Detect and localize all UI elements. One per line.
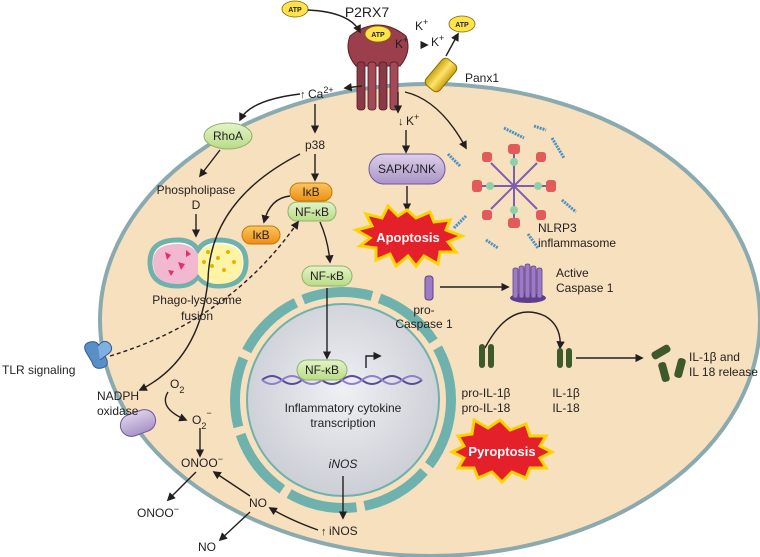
- tlr-label: TLR signaling: [2, 363, 75, 377]
- superoxide-label: O2−: [192, 408, 212, 431]
- il-release-line1: IL-1β and: [689, 350, 740, 364]
- panx1-label: Panx1: [465, 71, 499, 85]
- k-plus-ion-1: K+: [415, 17, 428, 33]
- atp-right-label: ATP: [455, 22, 469, 29]
- arrow-no-to-onoo: [212, 471, 251, 497]
- arrow-receptor-to-nlrp3: [404, 91, 467, 150]
- ca-label: Ca2+: [308, 85, 334, 101]
- rhoa-label: RhoA: [213, 129, 243, 143]
- k-down-label: K+: [406, 112, 419, 128]
- arrow-receptor-to-ca: [343, 83, 363, 92]
- k-down-arrow: ↓: [398, 116, 404, 128]
- il-line2: IL-18: [552, 401, 580, 415]
- no-outer-label: NO: [198, 540, 216, 554]
- arrow-atp-release: [445, 32, 459, 57]
- o2-label: O2: [170, 377, 184, 395]
- arrow-rhoa-to-phospholipase: [198, 149, 221, 178]
- nlrp3-line2: inflammasome: [538, 236, 616, 250]
- arrow-atp-to-receptor: [307, 9, 361, 34]
- arrow-complex-to-ikb-free: [261, 195, 291, 224]
- atp-left-label: ATP: [288, 7, 302, 14]
- rhoa-node: [203, 122, 253, 150]
- nlrp3-line1: NLRP3: [538, 221, 577, 235]
- phagolysosome: [147, 237, 249, 289]
- nadph-oxidase-icon: [119, 409, 157, 437]
- inos-up-arrow: ↑: [321, 526, 327, 538]
- apoptosis-burst: [352, 203, 467, 269]
- dna-helix: [261, 375, 423, 385]
- arrow-tlr-to-nfkb: [109, 220, 299, 357]
- il-line1: IL-1β: [552, 386, 580, 400]
- k-plus-ion-3: K+: [395, 35, 408, 51]
- k-plus-ion-2: K+: [431, 33, 444, 49]
- p38-label: p38: [305, 138, 325, 152]
- nadph-line2: oxidase: [97, 404, 139, 418]
- atp-molecule-right: ATP: [448, 15, 476, 33]
- arrow-o2-to-superoxide: [164, 391, 188, 422]
- nfkb-complex-label: NF-κB: [295, 205, 329, 219]
- arrow-onoo-out: [166, 471, 197, 502]
- arrow-no-out: [218, 511, 251, 542]
- ikb-complex-box: [289, 182, 333, 202]
- tlr-receptor-icon: [84, 340, 113, 369]
- pro-caspase-line2: Caspase 1: [395, 317, 453, 331]
- nucleus-text-line2: transcription: [310, 416, 375, 430]
- arrow-p38-to-nadph: [138, 153, 301, 391]
- il-icon: [557, 348, 572, 368]
- nlrp3-inflammasome-icon: [446, 124, 577, 250]
- ca-up-arrow: ↑: [300, 89, 306, 101]
- onoo-outer-label: ONOO−: [137, 504, 179, 520]
- ikb-free-box: [241, 225, 281, 245]
- pro-caspase-line1: pro-: [413, 303, 434, 317]
- sapk-jnk-box: [368, 153, 446, 185]
- p2rx7-label: P2RX7: [345, 4, 390, 20]
- active-caspase-line2: Caspase 1: [556, 281, 614, 295]
- nucleus-text-line1: Inflammatory cytokine: [285, 401, 402, 415]
- nfkb-nuclear-label: NF-κB: [305, 363, 339, 377]
- arrow-inos-to-no: [268, 507, 319, 531]
- nfkb-free-label: NF-κB: [310, 269, 344, 283]
- panx1-channel: [424, 57, 458, 93]
- nfkb-free-box: [301, 265, 353, 287]
- no-inner-label: NO: [249, 496, 267, 510]
- arrow-ca-to-rhoa: [239, 93, 301, 122]
- pro-caspase-icon: [424, 275, 434, 301]
- il-released-icon: [651, 344, 686, 383]
- atp-bound-label: ATP: [371, 32, 385, 39]
- apoptosis-label: Apoptosis: [376, 230, 440, 245]
- phago-line2: fusion: [181, 309, 213, 323]
- ikb-free-label: IκB: [252, 228, 269, 242]
- ikb-complex-label: IκB: [302, 185, 319, 199]
- nfkb-complex-box: [287, 201, 337, 222]
- inos-gene-label: iNOS: [329, 457, 358, 471]
- inos-protein-label: iNOS: [329, 524, 358, 538]
- il-release-line2: IL 18 release: [689, 365, 758, 379]
- active-caspase-line1: Active: [556, 266, 589, 280]
- arrow-caspase-cleavage: [484, 311, 565, 350]
- sapk-jnk-label: SAPK/JNK: [378, 162, 436, 176]
- pyroptosis-burst: [448, 417, 556, 485]
- pro-il-icon: [479, 344, 494, 368]
- active-caspase-icon: [510, 263, 546, 303]
- nfkb-nuclear-box: [296, 359, 348, 381]
- pyroptosis-label: Pyroptosis: [468, 444, 535, 459]
- phospholipase-line2: D: [192, 198, 201, 212]
- nucleus: Inflammatory cytokine transcription iNOS: [230, 287, 456, 513]
- atp-molecule-left: ATP: [281, 0, 309, 18]
- nadph-line1: NADPH: [97, 389, 139, 403]
- phospholipase-line1: Phospholipase: [157, 183, 236, 197]
- pro-il-line1: pro-IL-1β: [462, 386, 511, 400]
- pro-il-line2: pro-IL-18: [462, 401, 511, 415]
- onoo-inner-label: ONOO−: [181, 454, 223, 470]
- p2rx7-receptor: ATP: [347, 24, 409, 111]
- arrow-complex-to-nfkb-free: [319, 221, 334, 264]
